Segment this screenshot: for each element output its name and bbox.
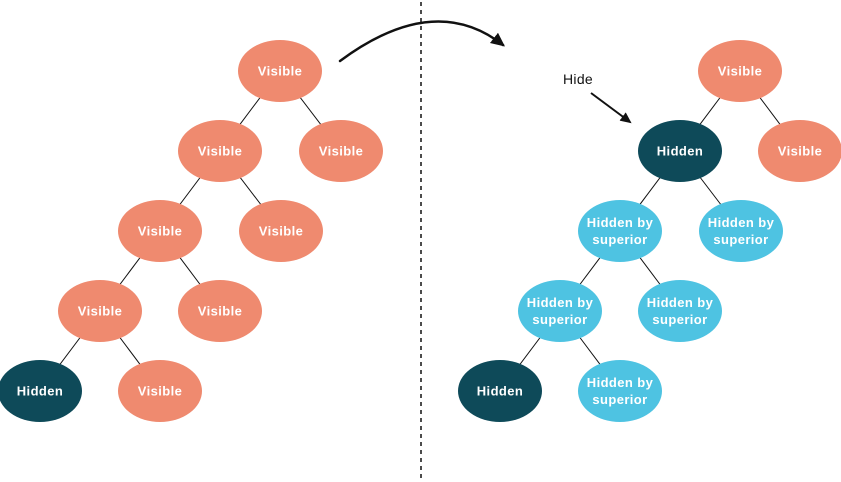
tree-node-hidden: Hidden [0,360,82,422]
tree-node-label: Hidden [17,384,63,399]
tree-node-visible: Visible [118,200,202,262]
tree-node-label: Visible [198,304,242,319]
tree-node-ellipse [118,200,202,262]
tree-node-label: Hidden [477,384,523,399]
tree-node-label: Visible [259,224,303,239]
tree-node-label: Visible [198,144,242,159]
tree-node-hidden: Hidden [638,120,722,182]
tree-node-visible: Visible [239,200,323,262]
tree-node-label: Hidden [657,144,703,159]
tree-node-ellipse [238,40,322,102]
tree-node-ellipse [758,120,841,182]
tree-node-label: Visible [718,64,762,79]
tree-node-visible: Visible [178,280,262,342]
tree-node-visible: Visible [118,360,202,422]
tree-node-ellipse [578,200,662,262]
tree-node-ellipse [699,200,783,262]
tree-node-label: Visible [138,224,182,239]
tree-node-visible: Visible [299,120,383,182]
hide-annotation-label: Hide [563,71,593,87]
annotations-layer [338,2,632,478]
tree-node-ellipse [299,120,383,182]
transform-arrow-icon [338,20,505,63]
tree-node-ellipse [638,120,722,182]
tree-node-hidden: Hidden [458,360,542,422]
tree-node-ellipse [178,120,262,182]
tree-node-ellipse [578,360,662,422]
tree-node-ellipse [638,280,722,342]
tree-node-label: Visible [778,144,822,159]
tree-node-ellipse [178,280,262,342]
tree-node-ellipse [458,360,542,422]
tree-node-visible: Visible [698,40,782,102]
tree-node-ellipse [698,40,782,102]
tree-node-label: Visible [258,64,302,79]
tree-node-visible: Visible [758,120,841,182]
tree-node-visible: Visible [238,40,322,102]
tree-node-label: Visible [319,144,363,159]
tree-node-visible: Visible [178,120,262,182]
tree-node-visible: Visible [58,280,142,342]
tree-node-ellipse [118,360,202,422]
tree-node-ellipse [0,360,82,422]
tree-node-label: Visible [138,384,182,399]
tree-node-ellipse [58,280,142,342]
tree-node-label: Visible [78,304,122,319]
tree-node-ellipse [239,200,323,262]
hide-arrow-icon [590,92,632,124]
tree-node-ellipse [518,280,602,342]
